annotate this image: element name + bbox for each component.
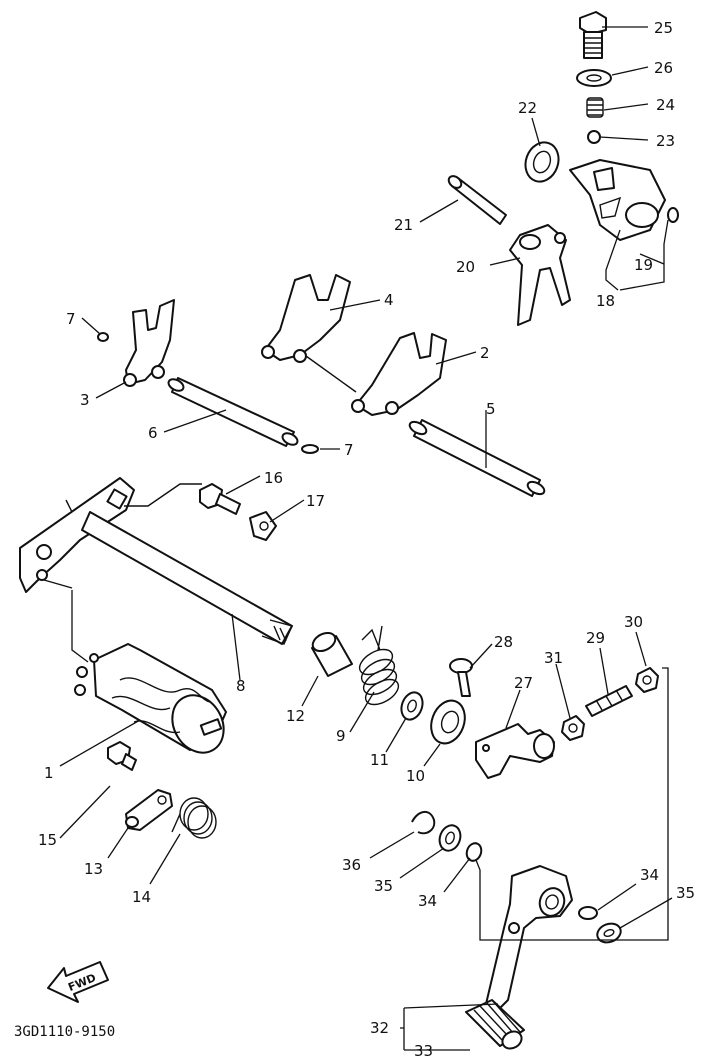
label-part-6: 6: [148, 424, 158, 442]
shift-fork-4: [261, 274, 351, 363]
label-part-23: 23: [656, 132, 675, 150]
label-part-32: 32: [370, 1019, 389, 1037]
label-part-9: 9: [336, 727, 346, 745]
label-part-30: 30: [624, 613, 643, 631]
shift-pedal-32: [485, 865, 573, 1011]
spring-14: [171, 797, 217, 839]
shift-shaft-8: [19, 477, 293, 645]
guide-bar-5: [408, 419, 546, 497]
label-part-1: 1: [44, 764, 54, 782]
collar-12: [311, 631, 353, 677]
shift-stopper-18: [569, 159, 666, 241]
circlip-36: [411, 811, 436, 835]
label-part-25: 25: [654, 19, 673, 37]
spring-9: [358, 625, 400, 706]
leader-lines: [43, 26, 673, 1051]
drawing-code: 3GD1110-9150: [14, 1024, 115, 1040]
shift-fork-2: [351, 332, 447, 416]
label-part-36: 36: [342, 856, 361, 874]
guide-bar-21: [447, 175, 507, 225]
retainer-17: [249, 511, 277, 541]
label-part-14: 14: [132, 888, 151, 906]
washer-35-right: [596, 922, 622, 944]
bolt-29: [585, 685, 633, 717]
label-part-21: 21: [394, 216, 413, 234]
bearing-22: [524, 141, 560, 183]
lever-27: [475, 723, 555, 779]
label-part-35-left: 35: [374, 877, 393, 895]
label-part-10: 10: [406, 767, 425, 785]
label-part-2: 2: [480, 344, 490, 362]
washer-35-left: [438, 824, 462, 852]
o-ring-34-right: [578, 906, 598, 920]
ball-23: [587, 130, 601, 144]
label-part-3: 3: [80, 391, 90, 409]
fwd-arrow: FWD: [47, 961, 109, 1003]
label-part-20: 20: [456, 258, 475, 276]
nut-30: [635, 667, 659, 693]
shift-fork-3: [123, 299, 175, 387]
label-part-5: 5: [486, 400, 496, 418]
footrest-33: [465, 999, 525, 1050]
label-part-18: 18: [596, 292, 615, 310]
label-part-35-right: 35: [676, 884, 695, 902]
lever-13: [125, 789, 173, 831]
guide-bar-6: [167, 377, 299, 447]
label-part-11: 11: [370, 751, 389, 769]
label-part-34-right: 34: [640, 866, 659, 884]
part-labels: 1 2 3 4 5 6 7 7 8 9 10 11 12 13 14 15 16…: [38, 19, 695, 1060]
shift-fork-20: [509, 224, 571, 326]
screw-28: [449, 658, 473, 697]
washer-26: [576, 69, 612, 87]
label-part-8: 8: [236, 677, 246, 695]
washer-11: [400, 691, 424, 721]
shift-drum-1: [74, 643, 227, 754]
label-part-24: 24: [656, 96, 675, 114]
label-part-15: 15: [38, 831, 57, 849]
label-part-27: 27: [514, 674, 533, 692]
clip-7-top: [97, 332, 109, 342]
o-ring-34-left: [465, 842, 483, 862]
label-part-7-top: 7: [66, 310, 76, 328]
spring-24: [586, 97, 604, 118]
clip-7-bottom: [301, 444, 319, 454]
bolt-15: [107, 741, 137, 771]
label-part-29: 29: [586, 629, 605, 647]
label-part-16: 16: [264, 469, 283, 487]
nut-31: [561, 715, 585, 741]
label-part-26: 26: [654, 59, 673, 77]
label-part-7-bottom: 7: [344, 441, 354, 459]
label-part-19: 19: [634, 256, 653, 274]
label-part-12: 12: [286, 707, 305, 725]
label-part-28: 28: [494, 633, 513, 651]
label-part-34-left: 34: [418, 892, 437, 910]
label-part-22: 22: [518, 99, 537, 117]
bolt-16: [199, 483, 241, 515]
bearing-10: [430, 699, 466, 745]
label-part-33: 33: [414, 1042, 433, 1060]
label-part-17: 17: [306, 492, 325, 510]
pin-19: [667, 207, 679, 223]
bolt-25: [579, 11, 607, 59]
label-part-13: 13: [84, 860, 103, 878]
label-part-31: 31: [544, 649, 563, 667]
label-part-4: 4: [384, 291, 394, 309]
